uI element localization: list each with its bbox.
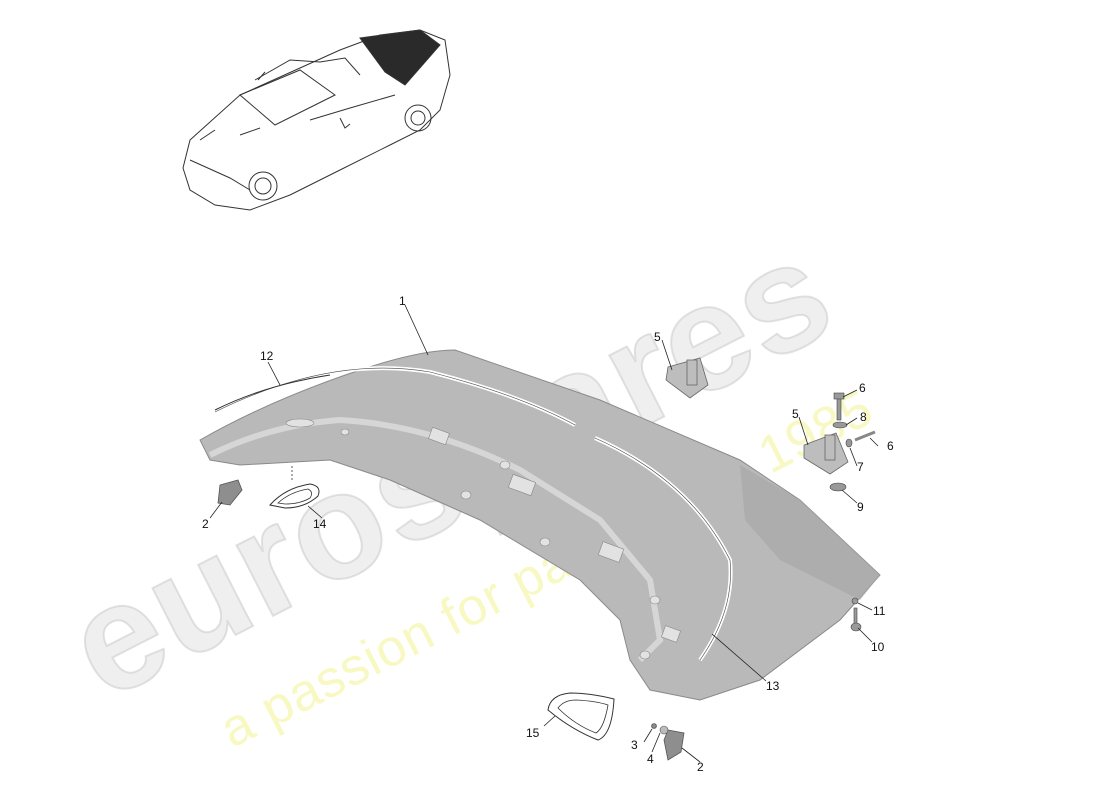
seal-14	[269, 466, 320, 509]
callout-2-left[interactable]: 2	[202, 517, 209, 531]
seal-strip-12	[214, 374, 331, 411]
callout-5-lower[interactable]: 5	[792, 407, 799, 421]
callout-6-side[interactable]: 6	[887, 439, 894, 453]
tonneau-panel	[199, 349, 881, 701]
callout-11[interactable]: 11	[873, 604, 886, 618]
callout-1[interactable]: 1	[399, 294, 406, 308]
callout-4[interactable]: 4	[647, 752, 654, 766]
callout-2-right[interactable]: 2	[697, 760, 704, 774]
bracket-2-right	[663, 729, 685, 761]
callout-10[interactable]: 10	[871, 640, 885, 654]
callout-13[interactable]: 13	[766, 679, 780, 693]
callout-9[interactable]: 9	[857, 500, 864, 514]
leader-lines	[209, 304, 879, 763]
callout-8[interactable]: 8	[860, 410, 867, 424]
callout-14[interactable]: 14	[313, 517, 327, 531]
hinge-5-lower	[803, 432, 849, 475]
bracket-2-left	[217, 479, 243, 506]
callout-15[interactable]: 15	[526, 726, 540, 740]
callout-12[interactable]: 12	[260, 349, 274, 363]
callout-5-upper[interactable]: 5	[654, 330, 661, 344]
car-thumbnail	[182, 29, 451, 211]
seal-15	[547, 692, 615, 741]
callout-7[interactable]: 7	[857, 460, 864, 474]
hinge-5-upper	[665, 357, 709, 399]
callout-3[interactable]: 3	[631, 738, 638, 752]
callout-6-top[interactable]: 6	[859, 381, 866, 395]
